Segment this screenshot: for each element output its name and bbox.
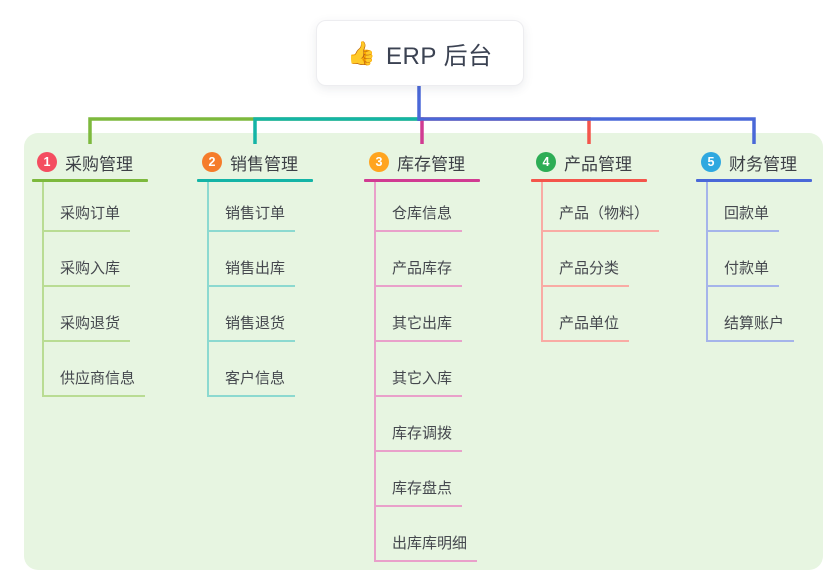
branch-node[interactable]: 4 产品管理 [531,151,647,174]
branch-children: 回款单付款单结算账户 [706,182,812,342]
branch-underline [696,179,812,182]
child-node[interactable]: 销售出库 [209,232,296,287]
child-node[interactable]: 客户信息 [209,342,296,397]
child-node[interactable]: 销售退货 [209,287,296,342]
branch: 3 库存管理仓库信息产品库存其它出库其它入库库存调拨库存盘点出库库明细 [364,151,480,562]
branch-node[interactable]: 3 库存管理 [364,151,480,174]
branch-label: 销售管理 [230,154,298,174]
child-node[interactable]: 付款单 [708,232,780,287]
branch-underline [197,179,313,182]
child-node[interactable]: 其它出库 [376,287,463,342]
child-node[interactable]: 产品单位 [543,287,630,342]
branch-label: 采购管理 [65,154,133,174]
child-node[interactable]: 仓库信息 [376,182,463,232]
branch-underline [531,179,647,182]
child-node[interactable]: 采购订单 [44,182,131,232]
branch: 5 财务管理回款单付款单结算账户 [696,151,812,342]
branch-number-badge: 1 [37,152,57,172]
branch-node[interactable]: 1 采购管理 [32,151,148,174]
root-title: ERP 后台 [386,42,493,70]
child-node[interactable]: 其它入库 [376,342,463,397]
branch-children: 产品（物料）产品分类产品单位 [541,182,660,342]
branch-node[interactable]: 2 销售管理 [197,151,313,174]
thumbs-up-icon: 👍 [347,39,377,66]
branch-label: 财务管理 [729,154,797,174]
branch-underline [364,179,480,182]
child-node[interactable]: 产品库存 [376,232,463,287]
branch-node[interactable]: 5 财务管理 [696,151,812,174]
branch: 1 采购管理采购订单采购入库采购退货供应商信息 [32,151,148,397]
child-node[interactable]: 出库库明细 [376,507,478,562]
branch-children: 仓库信息产品库存其它出库其它入库库存调拨库存盘点出库库明细 [374,182,480,562]
child-node[interactable]: 库存盘点 [376,452,463,507]
child-node[interactable]: 采购入库 [44,232,131,287]
child-node[interactable]: 供应商信息 [44,342,146,397]
branch-number-badge: 5 [701,152,721,172]
child-node[interactable]: 产品（物料） [543,182,660,232]
branch-number-badge: 3 [369,152,389,172]
branch-underline [32,179,148,182]
branch-label: 产品管理 [564,154,632,174]
branch: 4 产品管理产品（物料）产品分类产品单位 [531,151,660,342]
child-node[interactable]: 库存调拨 [376,397,463,452]
branch-children: 销售订单销售出库销售退货客户信息 [207,182,313,397]
branch-label: 库存管理 [397,154,465,174]
child-node[interactable]: 采购退货 [44,287,131,342]
root-node[interactable]: 👍 ERP 后台 [316,20,524,86]
child-node[interactable]: 产品分类 [543,232,630,287]
child-node[interactable]: 回款单 [708,182,780,232]
branch-number-badge: 4 [536,152,556,172]
branch-children: 采购订单采购入库采购退货供应商信息 [42,182,148,397]
child-node[interactable]: 结算账户 [708,287,795,342]
branch-number-badge: 2 [202,152,222,172]
branches-panel [24,133,823,570]
branch: 2 销售管理销售订单销售出库销售退货客户信息 [197,151,313,397]
child-node[interactable]: 销售订单 [209,182,296,232]
